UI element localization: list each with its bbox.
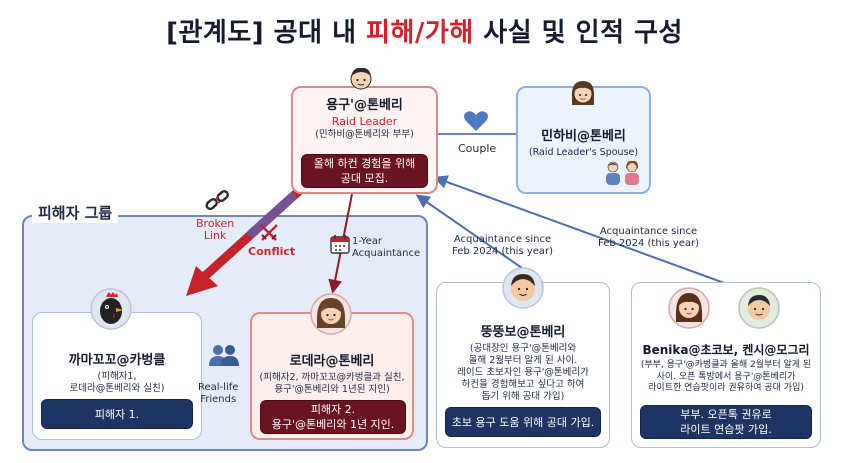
title-part-3: 사실 및 인적 구성	[473, 18, 683, 48]
heart-icon	[464, 111, 488, 131]
acq-link-member4	[433, 175, 739, 289]
conflict-label: Conflict	[248, 245, 296, 258]
member3-card: 뚱뚱보@톤베리 (공대장인 용구'@톤베리와 올해 2월부터 알게 된 사이. …	[436, 282, 610, 448]
victim1-desc: (피해자1, 로데라@톤베리와 실친)	[69, 371, 165, 394]
acq-link-member3	[415, 194, 523, 269]
victim2-desc: (피해자2, 까마꼬꼬@카벙클과 실친, 용구'@톤베리와 1년된 지인)	[259, 372, 405, 395]
real-life-label: Real-life Friends	[198, 382, 239, 405]
victim2-name: 로데라@톤베리	[289, 354, 375, 369]
member4-desc: (부부, 용구'@카벙클과 올해 2월부터 알게 된 사이. 오픈 톡방에서 용…	[640, 360, 812, 393]
member3-avatar-icon	[502, 267, 544, 309]
conflict-arrowhead	[186, 266, 218, 296]
member4-name: Benika@초코보, 켄시@모그리	[642, 343, 810, 357]
calendar-icon	[330, 235, 350, 254]
leader-desc: (민하비@톤베리와 부부)	[315, 129, 414, 140]
one-year-label: 1-Year Acquaintance	[352, 236, 421, 259]
raid-leader-card: 용구'@톤베리 Raid Leader (민하비@톤베리와 부부) 올해 하컨 …	[291, 86, 438, 194]
title-highlight: 피해/가해	[366, 18, 474, 48]
leader-role: Raid Leader	[331, 115, 398, 128]
broken-chain-icon	[205, 190, 229, 211]
leader-summary-box: 올해 하컨 경험을 위해 공대 모집.	[301, 154, 428, 188]
crossed-swords-icon	[260, 224, 278, 241]
spouse-avatar-icon	[571, 81, 595, 105]
victim1-name: 까마꼬꼬@카벙클	[68, 353, 166, 368]
member3-summary-box: 초보 용구 도움 위해 공대 가입.	[445, 407, 601, 437]
member4-avatar-wife-icon	[668, 287, 710, 329]
member3-name: 뚱뚱보@톤베리	[480, 325, 566, 340]
acq-label-member4: Acquaintance since Feb 2024 (this year)	[598, 226, 700, 249]
friends-icon	[209, 345, 239, 366]
victim2-summary-box: 피해자 2. 용구'@톤베리와 1년 지인.	[260, 400, 406, 434]
member3-desc: (공대장인 용구'@톤베리와 올해 2월부터 알게 된 사이. 레이드 초보자인…	[457, 343, 589, 402]
couple-label: Couple	[458, 142, 497, 155]
victim1-avatar-icon	[90, 288, 132, 330]
victim1-card: 까마꼬꼬@카벙클 (피해자1, 로데라@톤베리와 실친) 피해자 1.	[32, 312, 202, 440]
leader-avatar-icon	[350, 67, 372, 90]
title-part-1: [관계도] 공대 내	[166, 18, 367, 48]
member4-summary-box: 부부. 오픈톡 권유로 라이트 연습팟 가입.	[640, 405, 812, 439]
victim2-card: 로데라@톤베리 (피해자2, 까마꼬꼬@카벙클과 실친, 용구'@톤베리와 1년…	[250, 312, 414, 440]
member4-card: Benika@초코보, 켄시@모그리 (부부, 용구'@카벙클과 올해 2월부터…	[631, 282, 821, 448]
broken-link-label: Broken Link	[196, 217, 235, 242]
spouse-desc: (Raid Leader's Spouse)	[528, 147, 639, 158]
victim-group-label: 피해자 그룹	[32, 202, 119, 223]
member4-avatar-husband-icon	[738, 287, 780, 329]
couple-icon	[606, 160, 639, 185]
victim2-avatar-icon	[310, 293, 352, 335]
acq-label-member3: Acquaintance since Feb 2024 (this year)	[452, 234, 554, 257]
page-title: [관계도] 공대 내 피해/가해 사실 및 인적 구성	[0, 12, 849, 49]
leader-name: 용구'@톤베리	[326, 98, 403, 113]
victim1-summary-box: 피해자 1.	[41, 399, 193, 429]
spouse-name: 민하비@톤베리	[541, 129, 626, 144]
